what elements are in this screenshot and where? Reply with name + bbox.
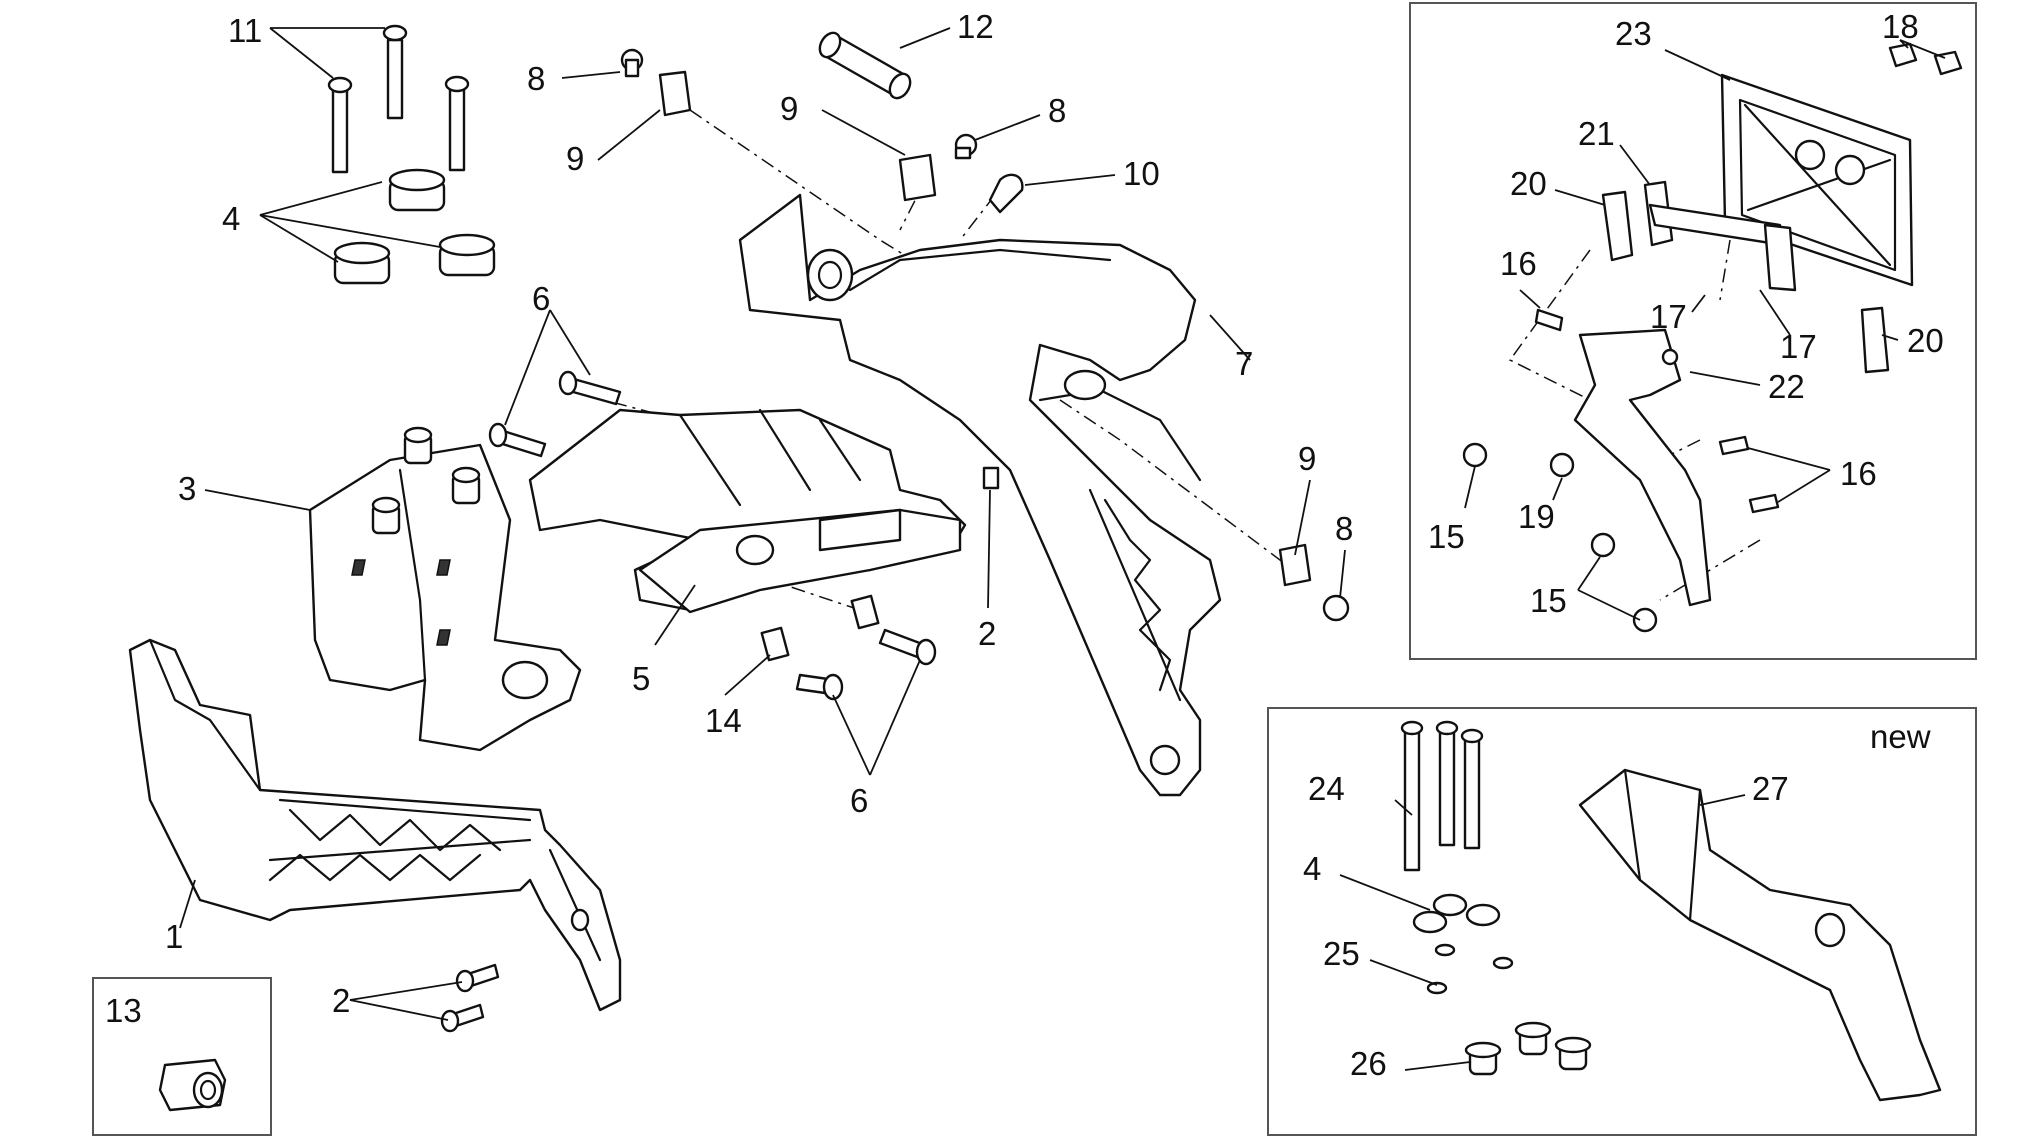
part-1-footrest-bracket bbox=[128, 638, 622, 1012]
callout-20-right: 20 bbox=[1907, 322, 1944, 359]
callout-15-bottom: 15 bbox=[1530, 582, 1567, 619]
part-11-bolts bbox=[327, 24, 470, 174]
callout-11: 11 bbox=[228, 12, 262, 49]
callout-3: 3 bbox=[178, 470, 196, 507]
callout-22: 22 bbox=[1768, 368, 1805, 405]
new-version-parts bbox=[1400, 720, 1942, 1102]
callout-6-bottom: 6 bbox=[850, 782, 868, 819]
callout-8-top-mid: 8 bbox=[1048, 92, 1066, 129]
callout-19: 19 bbox=[1518, 498, 1555, 535]
callout-2-mid: 2 bbox=[978, 615, 996, 652]
callout-2-bottom: 2 bbox=[332, 982, 350, 1019]
part-4-grommets bbox=[333, 168, 496, 285]
callout-16-right: 16 bbox=[1840, 455, 1877, 492]
callout-13: 13 bbox=[105, 992, 142, 1029]
callout-10: 10 bbox=[1123, 155, 1160, 192]
callout-labels: 11 4 8 9 12 9 8 10 7 6 3 5 2 14 6 1 2 13… bbox=[105, 8, 1944, 1082]
callout-16-top: 16 bbox=[1500, 245, 1537, 282]
new-version-inset-frame bbox=[1267, 707, 1977, 1136]
callout-23: 23 bbox=[1615, 15, 1652, 52]
callout-4-main: 4 bbox=[222, 200, 240, 237]
callout-15-left: 15 bbox=[1428, 518, 1465, 555]
leader-lines bbox=[179, 27, 1946, 1071]
license-plate-holder-assembly bbox=[1462, 42, 1963, 633]
part-3-mount-plate bbox=[308, 426, 582, 752]
part-14-spacers bbox=[760, 594, 880, 662]
part-13-clamp bbox=[158, 1058, 227, 1112]
callout-21: 21 bbox=[1578, 115, 1615, 152]
part-7-rear-fender-bracket bbox=[738, 193, 1222, 797]
new-version-label: new bbox=[1870, 718, 1931, 755]
callout-8-right: 8 bbox=[1335, 510, 1353, 547]
callout-18: 18 bbox=[1882, 8, 1919, 45]
callout-9-top-left: 9 bbox=[566, 140, 584, 177]
callout-9-right: 9 bbox=[1298, 440, 1316, 477]
callout-25: 25 bbox=[1323, 935, 1360, 972]
part-12-tube bbox=[818, 31, 912, 100]
callout-14: 14 bbox=[705, 702, 742, 739]
callout-24: 24 bbox=[1308, 770, 1345, 807]
part-6-screws bbox=[488, 370, 937, 701]
callout-27: 27 bbox=[1752, 770, 1789, 807]
callout-26: 26 bbox=[1350, 1045, 1387, 1082]
callout-4-new: 4 bbox=[1303, 850, 1321, 887]
callout-6-top: 6 bbox=[532, 280, 550, 317]
callout-17-right: 17 bbox=[1780, 328, 1817, 365]
callout-12: 12 bbox=[957, 8, 994, 45]
part-5-side-plate bbox=[528, 408, 967, 614]
callout-17-left: 17 bbox=[1650, 298, 1687, 335]
callout-7: 7 bbox=[1235, 345, 1253, 382]
callout-9-top-mid: 9 bbox=[780, 90, 798, 127]
upper-clips-and-screws bbox=[620, 48, 1350, 622]
part-13-inset-frame bbox=[92, 977, 272, 1136]
callout-1: 1 bbox=[165, 918, 183, 955]
callout-8-top-left: 8 bbox=[527, 60, 545, 97]
callout-5: 5 bbox=[632, 660, 650, 697]
license-plate-inset-frame bbox=[1409, 2, 1977, 660]
callout-20-left: 20 bbox=[1510, 165, 1547, 202]
part-2-screws bbox=[440, 963, 500, 1033]
